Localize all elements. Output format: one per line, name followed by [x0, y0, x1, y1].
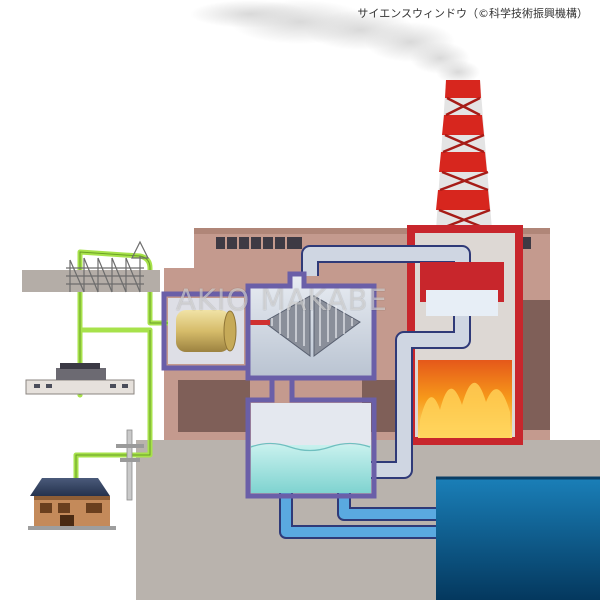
condenser-icon	[245, 375, 377, 499]
chimney-icon	[436, 80, 492, 232]
generator-icon	[161, 291, 251, 371]
substation-icon	[22, 240, 160, 293]
credit-text: サイエンスウィンドウ（©科学技術振興機構）	[357, 7, 588, 20]
ground-edge	[436, 440, 600, 480]
smoke-icon	[190, 0, 480, 84]
factory-icon	[25, 363, 135, 395]
utility-pole-icon	[116, 429, 144, 501]
house-icon	[28, 478, 116, 530]
watermark-text: AKIO MAKABE	[176, 283, 388, 317]
sea	[436, 478, 600, 600]
